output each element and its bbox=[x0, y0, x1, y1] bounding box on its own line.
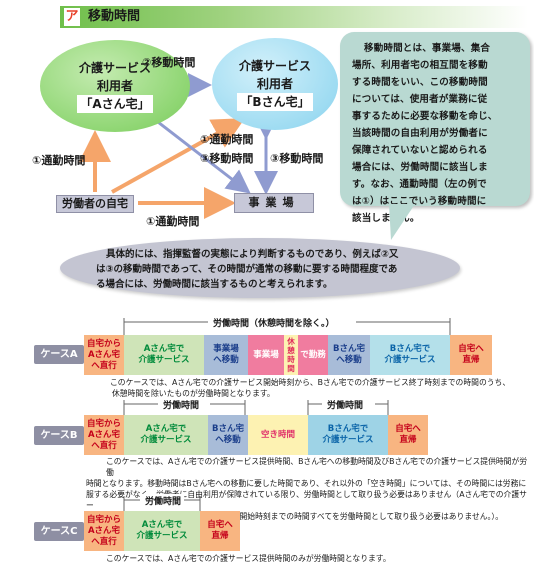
case-b-seg-return: 自宅へ直帰 bbox=[388, 415, 428, 455]
note-line: る場合には、労働時間に該当するものと考えられます。 bbox=[96, 279, 333, 290]
callout-line: する時間をいい、この移動時間 bbox=[352, 77, 488, 88]
case-a-seg-break: 休憩時間 bbox=[284, 335, 298, 375]
callout-tail bbox=[389, 204, 415, 240]
case-b-work-span-2: 労働時間 bbox=[324, 398, 367, 411]
label-a-b: ②移動時間 bbox=[142, 56, 196, 69]
client-b-home-node: 介護サービス 利用者 「Bさん宅」 bbox=[212, 38, 338, 130]
case-b-seg-idle: 空き時間 bbox=[248, 415, 308, 455]
explanation-note: 具体的には、指揮監督の実態により判断するものであり、例えば②又 は③の移動時間で… bbox=[60, 238, 460, 298]
label-cross-commute: ①通勤時間 bbox=[200, 133, 254, 146]
client-a-line1: 介護サービス bbox=[78, 61, 151, 75]
label-home-work: ①通勤時間 bbox=[146, 215, 200, 228]
label-cross-move: ③移動時間 bbox=[200, 152, 254, 165]
case-b-description: このケースでは、Aさん宅での介護サービス提供時間、Bさん宅への移動時間及びBさん… bbox=[86, 457, 528, 521]
label-home-a: ①通勤時間 bbox=[32, 154, 86, 167]
case-c-work-span: 労働時間 bbox=[142, 494, 185, 507]
client-a-home-node: 介護サービス 利用者 「Aさん宅」 bbox=[40, 40, 190, 132]
note-line: は③の移動時間であって、その時間が通常の移動に要する時間程度であ bbox=[96, 264, 398, 275]
section-header: ア 移動時間 bbox=[60, 6, 528, 28]
client-b-line3: 「Bさん宅」 bbox=[237, 93, 313, 111]
label-b-work: ③移動時間 bbox=[270, 152, 324, 165]
section-title: 移動時間 bbox=[88, 9, 141, 24]
workplace-node: 事業場 bbox=[234, 193, 314, 213]
client-a-line3: 「Aさん宅」 bbox=[77, 95, 153, 113]
case-a-seg-service-b: Bさん宅で介護サービス bbox=[370, 335, 450, 375]
case-c-description: このケースでは、Aさん宅での介護サービス提供時間のみが労働時間となります。 bbox=[106, 554, 391, 563]
callout-line: 移動時間とは、事業場、集合 bbox=[364, 43, 491, 54]
callout-line: は①）はここでいう移動時間に bbox=[352, 196, 487, 207]
case-a-work-span: 労働時間（休憩時間を除く。） bbox=[210, 316, 338, 329]
case-c-label: ケースC bbox=[34, 522, 84, 541]
case-a-seg-move-work: 事業場へ移動 bbox=[204, 335, 248, 375]
client-b-line2: 利用者 bbox=[256, 77, 293, 91]
callout-line: 場所、利用者宅の相互間を移動 bbox=[352, 60, 488, 71]
case-a-description: このケースでは、Aさん宅での介護サービス開始時刻から、Bさん宅での介護サービス終… bbox=[110, 378, 511, 398]
case-a-seg-return: 自宅へ直帰 bbox=[450, 335, 492, 375]
callout-line: 保障されていないと認められる bbox=[352, 145, 488, 156]
callout-line: 当該時間の自由利用が労働者に bbox=[352, 128, 488, 139]
callout-line: 事するために必要な移動を命じ、 bbox=[352, 111, 498, 122]
callout-line: については、使用者が業務に従 bbox=[352, 94, 488, 105]
case-b-work-span-1: 労働時間 bbox=[160, 398, 203, 411]
worker-home-node: 労働者の自宅 bbox=[56, 195, 134, 213]
case-c-seg-return: 自宅へ直帰 bbox=[200, 511, 240, 551]
case-b-seg-service-a: Aさん宅で介護サービス bbox=[124, 415, 208, 455]
callout-line: 場合には、労働時間に該当しま bbox=[352, 162, 488, 173]
case-a-label: ケースA bbox=[34, 345, 84, 364]
arrow-a-work bbox=[123, 91, 251, 194]
client-a-line2: 利用者 bbox=[96, 79, 133, 93]
callout-line: す。なお、通勤時間（左の例で bbox=[352, 179, 487, 190]
case-b-seg-move-b: Bさん宅へ移動 bbox=[208, 415, 248, 455]
case-a-seg-move-b: Bさん宅へ移動 bbox=[328, 335, 370, 375]
case-a-seg-workplace: 事業場 bbox=[248, 335, 284, 375]
case-a-seg-workplace-2: で勤務 bbox=[298, 335, 328, 375]
callout-line: 該当しません。 bbox=[352, 213, 420, 224]
note-line: 具体的には、指揮監督の実態により判断するものであり、例えば②又 bbox=[106, 249, 399, 260]
case-c-seg-service-a: Aさん宅で介護サービス bbox=[124, 511, 200, 551]
case-b-label: ケースB bbox=[34, 426, 84, 445]
case-a-seg-service-a: Aさん宅で介護サービス bbox=[124, 335, 204, 375]
definition-callout: 移動時間とは、事業場、集合 場所、利用者宅の相互間を移動 する時間をいい、この移… bbox=[340, 32, 530, 224]
section-letter: ア bbox=[64, 8, 80, 26]
client-b-line1: 介護サービス bbox=[238, 59, 311, 73]
case-b-seg-service-b: Bさん宅で介護サービス bbox=[308, 415, 388, 455]
